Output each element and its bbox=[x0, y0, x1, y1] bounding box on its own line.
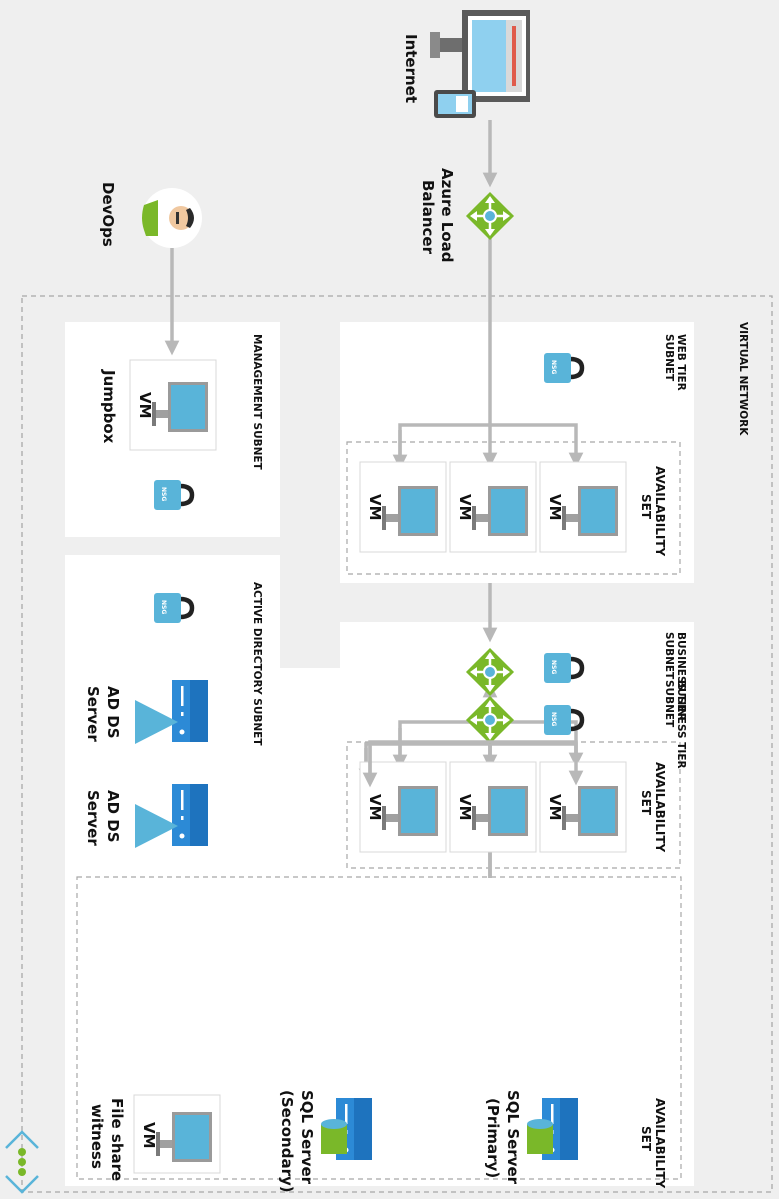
business-vm-3: VM bbox=[359, 761, 447, 853]
data-tier-title-line1: BUSINESS TIER bbox=[675, 680, 687, 769]
jumpbox-vm: VM bbox=[129, 359, 217, 451]
web-tier-title-line2: SUBNET bbox=[663, 334, 675, 382]
devops-avatar bbox=[142, 188, 202, 248]
web-vm-3: VM bbox=[359, 461, 447, 553]
vnet-peering-icon bbox=[5, 1130, 39, 1194]
business-availability-label-line1: AVAILABILITY bbox=[653, 762, 667, 853]
data-tier-title-line2: SUBNET bbox=[663, 680, 675, 728]
web-tier-title-line1: WEB TIER bbox=[675, 334, 687, 391]
devops-label: DevOps bbox=[99, 182, 117, 247]
ad-ds-server-2-label-line2: Server bbox=[84, 790, 102, 846]
web-vm-3-label: VM bbox=[366, 494, 384, 521]
ad-ds-server-1-icon bbox=[135, 680, 208, 744]
active-directory-nsg-text: NSG bbox=[160, 600, 167, 614]
load-balancer-icon bbox=[464, 190, 516, 242]
sql-primary-label-line1: SQL Server bbox=[504, 1090, 522, 1185]
web-vm-2: VM bbox=[449, 461, 537, 553]
ad-ds-server-1-label-line2: Server bbox=[84, 686, 102, 742]
business-vm-3-label: VM bbox=[366, 794, 384, 821]
web-tier-nsg-text: NSG bbox=[550, 360, 557, 374]
sql-secondary-label-line1: SQL Server bbox=[298, 1090, 316, 1185]
witness-vm-label: VM bbox=[140, 1122, 158, 1149]
business-tier-title-line2: SUBNET bbox=[663, 632, 675, 680]
business-vm-1: VM bbox=[539, 761, 627, 853]
web-availability-set bbox=[346, 441, 681, 575]
ad-ds-server-1-label-line1: AD DS bbox=[104, 686, 122, 739]
load-balancer-label-line1: Azure Load bbox=[438, 168, 456, 263]
data-availability-label-line1: AVAILABILITY bbox=[653, 1098, 667, 1189]
jumpbox-label: Jumpbox bbox=[100, 369, 118, 444]
business-tier-nsg-text: NSG bbox=[550, 660, 557, 674]
web-availability-label-line2: SET bbox=[639, 494, 653, 520]
load-balancer-label-line2: Balancer bbox=[419, 180, 437, 255]
web-vm-1: VM bbox=[539, 461, 627, 553]
business-vm-2-label: VM bbox=[456, 794, 474, 821]
business-tier-title-line1: BUSINESS TIER bbox=[675, 632, 687, 721]
data-availability-set bbox=[76, 876, 682, 1180]
data-availability-label-line2: SET bbox=[639, 1126, 653, 1152]
management-nsg-text: NSG bbox=[160, 487, 167, 501]
witness-label-line1: File share bbox=[108, 1098, 126, 1181]
internet-label: Internet bbox=[402, 34, 420, 103]
data-tier-branch-arrows bbox=[362, 740, 584, 788]
active-directory-subnet-title: ACTIVE DIRECTORY SUBNET bbox=[251, 582, 263, 746]
witness-label-line2: witness bbox=[88, 1104, 106, 1169]
web-availability-label-line1: AVAILABILITY bbox=[653, 466, 667, 557]
ad-ds-server-2-label-line1: AD DS bbox=[104, 790, 122, 843]
business-availability-label-line2: SET bbox=[639, 790, 653, 816]
web-vm-2-label: VM bbox=[456, 494, 474, 521]
business-vm-2: VM bbox=[449, 761, 537, 853]
internet-device-icon bbox=[430, 10, 530, 118]
management-subnet-title: MANAGEMENT SUBNET bbox=[251, 334, 263, 471]
sql-primary-server-icon bbox=[527, 1098, 578, 1160]
data-tier-nsg-text: NSG bbox=[550, 712, 557, 726]
web-vm-1-label: VM bbox=[546, 494, 564, 521]
jumpbox-vm-label: VM bbox=[136, 392, 154, 419]
ad-ds-server-2-icon bbox=[135, 784, 208, 848]
virtual-network-boundary bbox=[21, 295, 773, 1193]
sql-secondary-server-icon bbox=[321, 1098, 372, 1160]
witness-vm: VM bbox=[133, 1094, 221, 1174]
sql-secondary-label-line2: (Secondary) bbox=[278, 1090, 296, 1193]
vnet-label: VIRTUAL NETWORK bbox=[737, 322, 749, 436]
sql-primary-label-line2: (Primary) bbox=[484, 1098, 502, 1178]
business-vm-1-label: VM bbox=[546, 794, 564, 821]
